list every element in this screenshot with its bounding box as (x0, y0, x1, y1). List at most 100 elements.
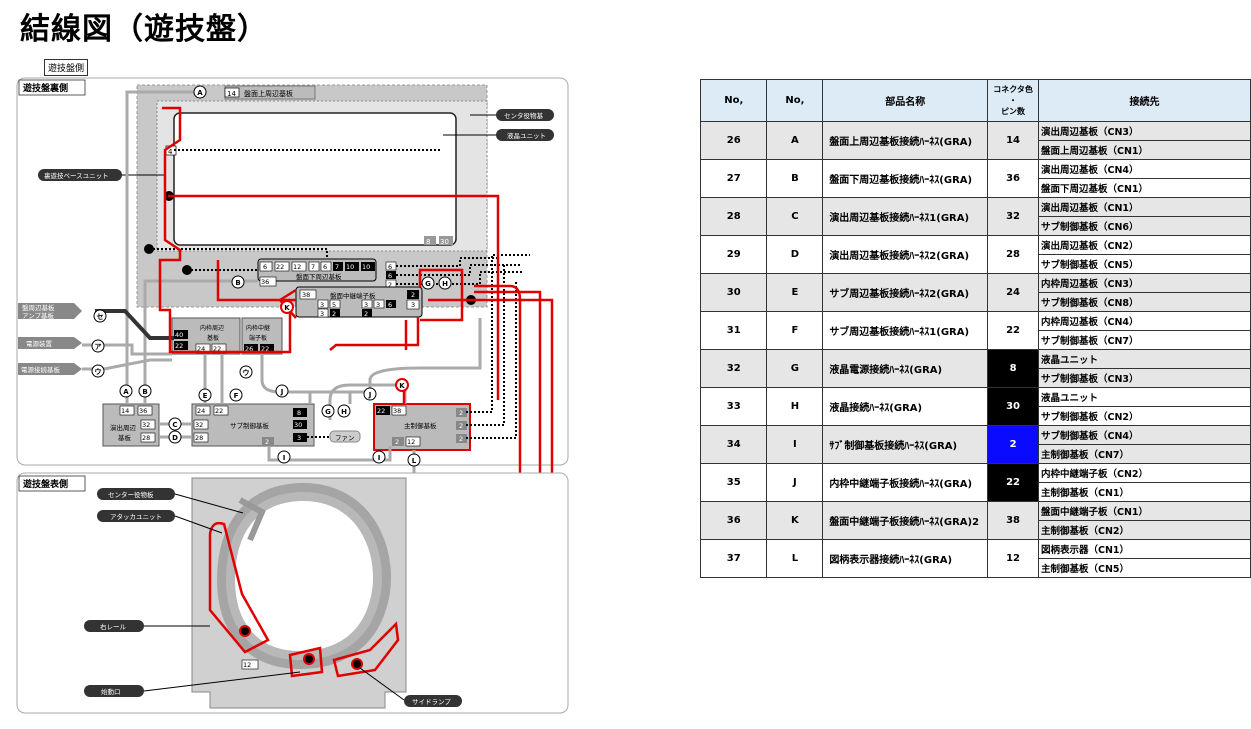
label-start: 始動口 (101, 687, 121, 696)
svg-text:38: 38 (302, 291, 310, 299)
cell-code: C (766, 197, 824, 236)
svg-text:22: 22 (175, 342, 183, 350)
label-side-lamp: サイドランプ (412, 698, 451, 706)
cell-pins: 32 (987, 197, 1039, 236)
label-lcd-unit: 液晶ユニット (507, 131, 546, 140)
cell-destination-2: サブ制御基板（CN3） (1037, 368, 1251, 388)
svg-text:ア: ア (95, 343, 102, 351)
svg-text:A: A (123, 388, 129, 396)
cell-no: 29 (699, 235, 768, 274)
svg-text:22: 22 (261, 345, 269, 353)
label-base-unit: 裏遊技ベースユニット (44, 171, 109, 180)
cell-code: E (766, 273, 824, 312)
cell-destination-1: 盤面中継端子板（CN1） (1037, 501, 1251, 521)
cell-destination-1: 演出周辺基板（CN1） (1037, 197, 1251, 217)
svg-text:12: 12 (243, 661, 251, 669)
cell-destination-2: 盤面上周辺基板（CN1） (1037, 140, 1251, 160)
svg-text:10: 10 (346, 263, 354, 271)
cell-destination-1: 内枠周辺基板（CN4） (1037, 311, 1251, 331)
cell-part-name: ｻﾌﾞ制御基板接続ﾊｰﾈｽ(GRA) (822, 425, 989, 464)
svg-text:24: 24 (197, 407, 205, 415)
svg-text:22: 22 (377, 407, 385, 415)
cell-part-name: 液晶電源接続ﾊｰﾈｽ(GRA) (822, 349, 989, 388)
svg-text:J: J (368, 391, 372, 399)
cell-destination-2: 盤面下周辺基板（CN1） (1037, 178, 1251, 198)
svg-text:盤面中継端子板: 盤面中継端子板 (330, 291, 376, 300)
cell-no: 32 (699, 349, 768, 388)
svg-text:8: 8 (426, 238, 430, 246)
svg-text:6: 6 (323, 263, 327, 271)
main-board (373, 403, 471, 451)
svg-text:14: 14 (121, 407, 129, 415)
cell-code: I (766, 425, 824, 464)
svg-text:2: 2 (388, 281, 392, 289)
cell-destination-1: 液晶ユニット (1037, 349, 1251, 369)
svg-text:22: 22 (215, 407, 223, 415)
svg-text:E: E (203, 392, 208, 400)
cell-destination-2: サブ制御基板（CN2） (1037, 406, 1251, 426)
svg-text:内枠周辺: 内枠周辺 (200, 324, 224, 332)
label-amp: 盤周辺基板 (22, 303, 55, 312)
cell-part-name: 液晶接続ﾊｰﾈｽ(GRA) (822, 387, 989, 426)
svg-text:38: 38 (393, 407, 401, 415)
header-no2: No, (766, 79, 824, 122)
svg-text:基板: 基板 (207, 334, 219, 342)
cell-no: 33 (699, 387, 768, 426)
cell-code: B (766, 159, 824, 198)
cell-destination-1: 演出周辺基板（CN3） (1037, 121, 1251, 141)
svg-text:10: 10 (362, 263, 370, 271)
svg-text:演出周辺: 演出周辺 (110, 423, 137, 432)
cell-pins: 22 (987, 463, 1039, 502)
back-label: 遊技盤裏側 (23, 82, 68, 94)
svg-text:5: 5 (332, 301, 336, 309)
svg-text:22: 22 (213, 345, 221, 353)
label-center-front: センター役物板 (108, 490, 154, 499)
cell-destination-2: サブ制御基板（CN6） (1037, 216, 1251, 236)
cell-part-name: 盤面上周辺基板接続ﾊｰﾈｽ(GRA) (822, 121, 989, 160)
cell-part-name: 図柄表示器接続ﾊｰﾈｽ(GRA) (822, 539, 989, 578)
svg-text:28: 28 (142, 434, 150, 442)
cell-destination-2: 主制御基板（CN7） (1037, 444, 1251, 464)
svg-text:28: 28 (195, 434, 203, 442)
play-ring (216, 482, 391, 670)
label-power: 電源装置 (26, 339, 53, 348)
cell-code: G (766, 349, 824, 388)
cell-code: L (766, 539, 824, 578)
cell-destination-1: 内枠中継端子板（CN2） (1037, 463, 1251, 483)
cell-part-name: 盤面中継端子板接続ﾊｰﾈｽ(GRA)2 (822, 501, 989, 540)
svg-text:アンプ基板: アンプ基板 (22, 311, 55, 320)
svg-text:K: K (399, 382, 405, 390)
svg-text:I: I (378, 454, 381, 462)
wiring-diagram: 遊技盤裏側 盤面上周辺基板 14 センタ役物基 液晶ユニット 裏遊技ベースユニッ… (16, 77, 569, 714)
table-row-sub: 盤面上周辺基板（CN1） (701, 140, 1251, 160)
svg-text:D: D (172, 434, 178, 442)
svg-text:2: 2 (459, 409, 463, 417)
cell-destination-1: 演出周辺基板（CN4） (1037, 159, 1251, 179)
svg-text:3: 3 (411, 301, 415, 309)
svg-text:32: 32 (142, 421, 150, 429)
svg-text:7: 7 (335, 263, 339, 271)
cell-part-name: 内枠中継端子板接続ﾊｰﾈｽ(GRA) (822, 463, 989, 502)
svg-text:22: 22 (276, 263, 284, 271)
cell-code: D (766, 235, 824, 274)
table-row-sub: 主制御基板（CN7） (701, 444, 1251, 464)
cell-no: 27 (699, 159, 768, 198)
cell-destination-2: サブ制御基板（CN7） (1037, 330, 1251, 350)
header-no1: No, (699, 79, 768, 122)
svg-text:サブ制御基板: サブ制御基板 (230, 421, 270, 430)
cell-destination-1: 内枠周辺基板（CN3） (1037, 273, 1251, 293)
svg-text:セ: セ (97, 313, 104, 321)
svg-text:B: B (235, 279, 240, 287)
svg-text:H: H (442, 280, 448, 288)
svg-text:14: 14 (227, 90, 236, 98)
svg-text:2: 2 (332, 310, 336, 318)
cell-destination-2: 主制御基板（CN1） (1037, 482, 1251, 502)
cell-pins: 28 (987, 235, 1039, 274)
svg-text:A: A (197, 89, 203, 97)
